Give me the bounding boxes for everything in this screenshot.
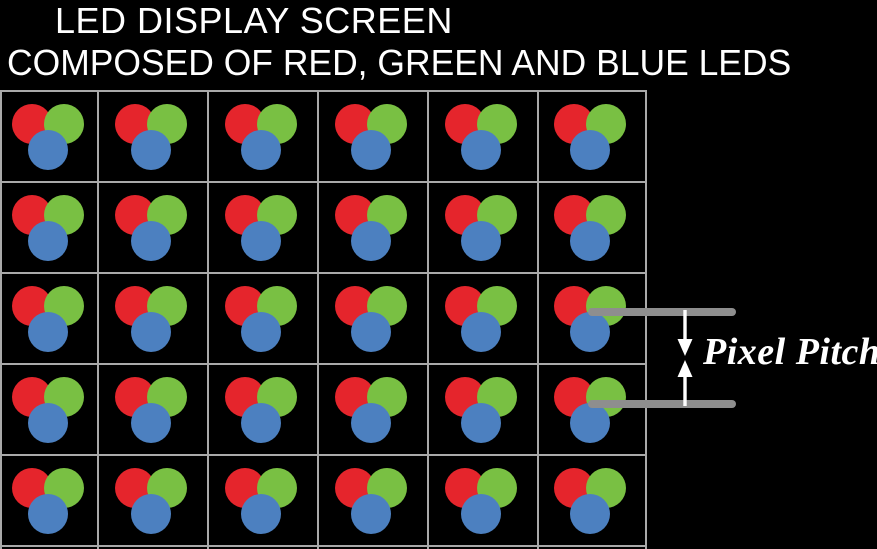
blue-led xyxy=(570,130,610,170)
grid-line-vertical xyxy=(317,90,319,549)
rgb-led-triad xyxy=(554,377,626,443)
blue-led xyxy=(351,494,391,534)
blue-led xyxy=(241,403,281,443)
led-matrix xyxy=(0,90,647,549)
rgb-led-triad xyxy=(11,286,84,352)
rgb-led-triad xyxy=(335,286,407,352)
rgb-led-triad xyxy=(554,286,626,352)
rgb-led-triad xyxy=(445,286,517,352)
rgb-led-triad xyxy=(115,195,187,261)
grid-line-vertical xyxy=(427,90,429,549)
rgb-led-triad xyxy=(445,377,517,443)
rgb-led-triad xyxy=(225,286,297,352)
page-subtitle: COMPOSED OF RED, GREEN AND BLUE LEDS xyxy=(7,42,792,83)
blue-led xyxy=(27,403,68,443)
rgb-led-triad xyxy=(115,377,187,443)
grid-line-horizontal xyxy=(0,454,645,456)
grid-line-vertical xyxy=(0,90,2,549)
rgb-led-triad xyxy=(554,468,626,534)
rgb-led-triad xyxy=(445,468,517,534)
rgb-led-triad xyxy=(115,286,187,352)
blue-led xyxy=(241,221,281,261)
rgb-led-triad xyxy=(335,104,407,170)
blue-led xyxy=(131,312,171,352)
blue-led xyxy=(27,130,68,170)
grid-line-vertical xyxy=(207,90,209,549)
grid-line-vertical xyxy=(645,90,647,549)
blue-led xyxy=(461,494,501,534)
rgb-led-triad xyxy=(445,104,517,170)
rgb-led-triad xyxy=(115,104,187,170)
rgb-led-triad xyxy=(335,377,407,443)
grid-line-horizontal xyxy=(0,90,645,92)
blue-led xyxy=(351,130,391,170)
rgb-led-triad xyxy=(225,104,297,170)
grid-line-horizontal xyxy=(0,363,645,365)
blue-led xyxy=(461,221,501,261)
rgb-led-triad xyxy=(225,377,297,443)
grid-line-horizontal xyxy=(0,181,645,183)
rgb-led-triad xyxy=(225,195,297,261)
blue-led xyxy=(351,403,391,443)
blue-led xyxy=(131,221,171,261)
rgb-led-triad xyxy=(11,468,84,534)
rgb-led-triad xyxy=(11,377,84,443)
blue-led xyxy=(131,403,171,443)
rgb-led-triad xyxy=(554,195,626,261)
blue-led xyxy=(461,403,501,443)
rgb-led-triad xyxy=(11,104,84,170)
blue-led xyxy=(570,403,610,443)
blue-led xyxy=(241,130,281,170)
blue-led xyxy=(351,221,391,261)
grid-line-vertical xyxy=(537,90,539,549)
blue-led xyxy=(241,494,281,534)
rgb-led-triad xyxy=(115,468,187,534)
blue-led xyxy=(27,312,68,352)
diagram-title-block: LED DISPLAY SCREEN COMPOSED OF RED, GREE… xyxy=(0,0,877,86)
rgb-led-triad xyxy=(11,195,84,261)
rgb-led-triad xyxy=(335,468,407,534)
blue-led xyxy=(461,312,501,352)
blue-led xyxy=(570,221,610,261)
rgb-led-triad xyxy=(445,195,517,261)
rgb-led-triad xyxy=(335,195,407,261)
blue-led xyxy=(131,494,171,534)
grid-line-horizontal xyxy=(0,545,645,547)
pitch-double-arrow-icon xyxy=(677,310,693,406)
blue-led xyxy=(27,221,68,261)
blue-led xyxy=(131,130,171,170)
blue-led xyxy=(241,312,281,352)
rgb-led-triad xyxy=(554,104,626,170)
grid-line-horizontal xyxy=(0,272,645,274)
rgb-led-triad xyxy=(225,468,297,534)
blue-led xyxy=(461,130,501,170)
blue-led xyxy=(570,312,610,352)
page-title: LED DISPLAY SCREEN xyxy=(55,0,453,41)
grid-line-vertical xyxy=(97,90,99,549)
blue-led xyxy=(351,312,391,352)
blue-led xyxy=(27,494,68,534)
blue-led xyxy=(570,494,610,534)
pixel-pitch-label: Pixel Pitch xyxy=(703,331,877,373)
